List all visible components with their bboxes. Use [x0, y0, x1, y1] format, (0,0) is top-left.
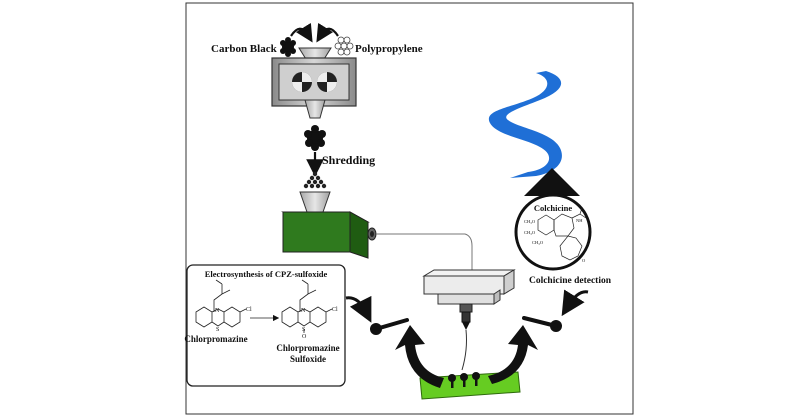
carbon-black-icon: [280, 37, 296, 57]
atom-o-2: O: [302, 334, 307, 340]
shredding-label: Shredding: [322, 153, 375, 167]
magnifier-icon: [514, 168, 592, 271]
extruder-body: [281, 211, 370, 259]
chlorpromazine-structure: [195, 279, 247, 328]
arrow-to-detection: [488, 325, 538, 384]
atom-cl-2: Cl: [332, 307, 338, 313]
atom-ch3o-1: CH₃O: [524, 219, 536, 224]
atom-s-2: S: [302, 327, 305, 333]
cpz-sulfoxide-label-line1: Chlorpromazine: [276, 343, 339, 353]
atom-o-colchicine: O: [582, 258, 586, 263]
printer-nozzle: [459, 303, 473, 330]
atom-nh: NH: [576, 218, 583, 223]
colchicine-detection-label: Colchicine detection: [529, 276, 612, 286]
atom-s-1: S: [216, 327, 219, 333]
atom-n-1: N: [215, 308, 220, 314]
colchicine-label: Colchicine: [534, 203, 572, 213]
atom-ch3o-2: CH₃O: [524, 230, 536, 235]
cpz-sulfoxide-label-line2: Sulfoxide: [290, 354, 326, 364]
polypropylene-label: Polypropylene: [355, 43, 423, 55]
mixer-rotor-left: [292, 72, 312, 92]
printed-electrode-icons: [448, 372, 480, 388]
feed-arrow-left: [290, 22, 313, 43]
atom-cl-1: Cl: [246, 307, 252, 313]
atom-ch3o-3: CH₃O: [532, 240, 544, 245]
electrosynthesis-box: [186, 264, 346, 387]
river-icon: [488, 71, 562, 178]
arrow-into-right-electrode: [561, 289, 589, 317]
printer-head: [422, 269, 516, 305]
electrosynthesis-title: Electrosynthesis of CPZ-sulfoxide: [205, 269, 328, 279]
chlorpromazine-label: Chlorpromazine: [184, 334, 247, 344]
extruder-nozzle: [367, 227, 377, 241]
electrode-left-icon: [370, 318, 409, 335]
arrow-to-electrosynthesis: [395, 325, 444, 388]
polypropylene-icon: [334, 36, 354, 56]
electrode-right-icon: [522, 316, 562, 332]
cpz-sulfoxide-structure: [281, 279, 333, 333]
feed-arrow-right: [316, 22, 339, 43]
atom-n-2: N: [301, 308, 306, 314]
composite-lump-icon: [304, 125, 326, 151]
mixer-rotor-right: [317, 72, 337, 92]
arrow-into-left-electrode: [345, 295, 372, 323]
pellets-icon: [303, 171, 327, 189]
carbon-black-label: Carbon Black: [211, 43, 278, 55]
colchicine-structure: [537, 207, 587, 261]
filament-line: [376, 233, 473, 272]
